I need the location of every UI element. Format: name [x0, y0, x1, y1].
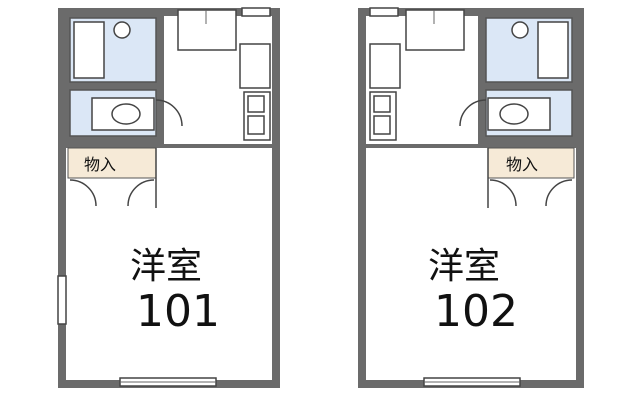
- unit-102-room-number: 102: [434, 286, 518, 337]
- unit-101-fridge: [239, 43, 271, 89]
- unit-101-vent: [241, 7, 271, 17]
- unit-102-fridge: [369, 43, 401, 89]
- unit-102: 物入 洋室 102: [358, 7, 584, 388]
- unit-102-entrance: [405, 9, 465, 51]
- unit-101-sink-icon: [113, 21, 131, 39]
- unit-102-toilet-door-swing: [459, 99, 487, 127]
- unit-102-vent: [369, 7, 399, 17]
- unit-102-partition: [366, 144, 576, 148]
- unit-102-room-label: 洋室: [428, 246, 500, 287]
- unit-101-toilet-door-swing: [155, 99, 183, 127]
- unit-102-sink-basin-icon: [373, 115, 391, 135]
- unit-101-closet: [67, 147, 157, 179]
- unit-102-sink-icon: [511, 21, 529, 39]
- unit-101-room-label: 洋室: [130, 246, 202, 287]
- unit-102-closet-door-right: [545, 179, 573, 207]
- unit-101-room-number: 101: [136, 286, 220, 337]
- unit-102-closet-door-left: [489, 179, 517, 207]
- unit-102-storage-label: 物入: [506, 155, 538, 174]
- unit-101-partition: [66, 144, 272, 148]
- unit-101-sink-basin-icon: [247, 115, 265, 135]
- unit-101-toilet-icon: [111, 103, 141, 125]
- unit-101-closet-door-left: [69, 179, 97, 207]
- unit-101-window-left: [57, 275, 67, 325]
- unit-101-tub-inner: [73, 21, 105, 79]
- unit-101-entrance: [177, 9, 237, 51]
- unit-101-closet-door-right: [127, 179, 155, 207]
- unit-102-tub-inner: [537, 21, 569, 79]
- unit-101: 物入 洋室 101: [57, 7, 280, 388]
- unit-102-stove-icon: [373, 95, 391, 113]
- unit-101-storage-label: 物入: [84, 155, 116, 174]
- unit-101-stove-icon: [247, 95, 265, 113]
- unit-101-toilet-base: [91, 97, 155, 131]
- unit-102-closet: [487, 147, 575, 179]
- unit-102-toilet-icon: [499, 103, 529, 125]
